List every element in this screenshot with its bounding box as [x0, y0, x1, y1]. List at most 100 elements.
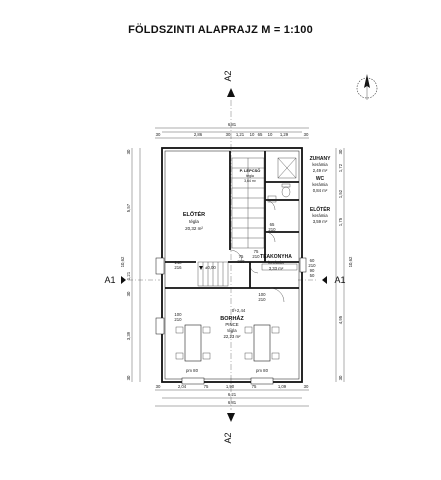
- room-material: kerámia: [312, 162, 328, 167]
- door-swings: [229, 199, 285, 303]
- bottom-total-2: 6,81: [228, 400, 237, 405]
- room-area: 0,84 m²: [313, 188, 328, 193]
- room-material: tégla: [227, 328, 237, 333]
- room-lepcso: P. LÉPCSŐ tégla 3,64 m²: [240, 168, 261, 183]
- top-total: 6,81: [228, 122, 237, 127]
- room-area: 20,32 m²: [185, 226, 203, 231]
- stair-run: [231, 157, 265, 249]
- left-seg-4: 30: [126, 291, 131, 296]
- room-name: ELŐTÉR: [310, 205, 331, 213]
- top-seg-9: 30: [304, 132, 309, 137]
- right-seg-1: 30: [338, 149, 343, 154]
- kitchen-counter-icon: [261, 263, 298, 271]
- room-teakonyha: TEAKONYHA kerámia 3,33 m²: [260, 254, 292, 271]
- section-marker-a2-top: A2: [223, 70, 235, 97]
- svg-text:210: 210: [258, 297, 266, 302]
- room-material: kerámia: [312, 182, 328, 187]
- svg-text:210: 210: [268, 227, 276, 232]
- svg-text:90: 90: [310, 268, 315, 273]
- room-material: tégla: [189, 219, 199, 224]
- right-dimension-chain: 30 1,72 1,52 1,75 4,95 30 10,62: [335, 148, 353, 382]
- room-wc: WC kerámia 0,84 m²: [312, 176, 328, 193]
- right-total: 10,62: [348, 256, 353, 267]
- bottom-seg-5: 75: [252, 384, 257, 389]
- top-seg-7: 10: [268, 132, 273, 137]
- room-name: ZUHANY: [310, 156, 331, 162]
- svg-text:210: 210: [237, 259, 245, 264]
- left-total: 10,62: [120, 256, 125, 267]
- left-seg-6: 30: [126, 375, 131, 380]
- level-mark-label: ±0,00: [205, 265, 216, 270]
- room-area: 3,33 m²: [269, 266, 284, 271]
- right-seg-2: 1,72: [338, 163, 343, 172]
- cellar-table-left: [175, 324, 211, 362]
- top-seg-3: 30: [226, 132, 231, 137]
- top-seg-1: 30: [156, 132, 161, 137]
- svg-text:210: 210: [174, 317, 182, 322]
- room-area: 3,59 m²: [313, 219, 328, 224]
- left-dimension-chain: 30 5,57 1,21 30 3,39 30 10,62: [120, 148, 141, 382]
- room-area: 22,23 m²: [224, 334, 242, 339]
- room-area: 2,49 m²: [313, 168, 328, 173]
- room-borhaz: BORHÁZ PINCE tégla 22,23 m²: [220, 315, 244, 339]
- bottom-seg-1: 30: [156, 384, 161, 389]
- section-label-a1-left: A1: [104, 275, 115, 285]
- svg-text:100: 100: [258, 292, 266, 297]
- room-zuhany: ZUHANY kerámia 2,49 m²: [310, 156, 331, 173]
- room-area: 3,64 m²: [244, 179, 257, 183]
- svg-text:148: 148: [174, 260, 182, 265]
- left-seg-3: 1,21: [126, 271, 131, 280]
- svg-text:210: 210: [308, 263, 316, 268]
- top-seg-6: 65: [258, 132, 263, 137]
- room-name: BORHÁZ: [220, 315, 244, 322]
- bottom-seg-6: 1,09: [278, 384, 287, 389]
- top-seg-8: 1,29: [280, 132, 289, 137]
- north-arrow-icon: [356, 74, 378, 100]
- shower-tray-icon: [277, 157, 297, 179]
- section-marker-a1-left: A1: [104, 275, 160, 285]
- top-seg-4: 1,21: [236, 132, 245, 137]
- inner-walls: [165, 151, 299, 289]
- room-material: kerámia: [268, 260, 284, 265]
- section-label-a2-bottom: A2: [223, 432, 233, 443]
- wall-openings: [155, 257, 307, 385]
- room-name: WC: [316, 176, 325, 182]
- section-label-a1-right: A1: [334, 275, 345, 285]
- right-seg-3: 1,52: [338, 189, 343, 198]
- room-subtitle: PINCE: [225, 322, 238, 327]
- top-dimension-chain: 6,81 30 2,86 30 1,21 10 65 10 1,29 30: [155, 122, 309, 139]
- right-seg-4: 1,75: [338, 217, 343, 226]
- right-seg-6: 30: [338, 375, 343, 380]
- svg-text:216: 216: [174, 265, 182, 270]
- left-seg-5: 3,39: [126, 331, 131, 340]
- room-eloter-main: ELŐTÉR tégla 20,32 m²: [183, 210, 205, 231]
- room-name: TEAKONYHA: [260, 254, 292, 260]
- svg-text:100: 100: [174, 312, 182, 317]
- right-seg-5: 4,95: [338, 315, 343, 324]
- bottom-seg-2: 2,04: [178, 384, 187, 389]
- section-marker-a1-right: A1: [298, 275, 346, 285]
- svg-text:75: 75: [239, 254, 244, 259]
- svg-text:75: 75: [254, 249, 259, 254]
- svg-text:60: 60: [310, 258, 315, 263]
- room-material: kerámia: [312, 213, 328, 218]
- section-label-a2-top: A2: [223, 70, 233, 81]
- cellar-stair: [197, 261, 229, 287]
- left-seg-1: 30: [126, 149, 131, 154]
- bottom-seg-3: 75: [204, 384, 209, 389]
- top-seg-5: 10: [250, 132, 255, 137]
- window-label-right: pm 80: [256, 368, 269, 373]
- toilet-icon: [281, 183, 291, 198]
- bottom-total: 6,21: [228, 392, 237, 397]
- plan-title: FÖLDSZINTI ALAPRAJZ M = 1:100: [128, 24, 313, 36]
- room-material: tégla: [246, 174, 254, 178]
- window-label-left: pm 80: [186, 368, 199, 373]
- height-label: tf+2,44: [232, 308, 246, 313]
- level-mark: ±0,00: [199, 265, 216, 270]
- bottom-seg-4: 1,90: [226, 384, 235, 389]
- room-name: P. LÉPCSŐ: [240, 168, 261, 173]
- cellar-table-right: [244, 324, 280, 362]
- bottom-seg-7: 30: [304, 384, 309, 389]
